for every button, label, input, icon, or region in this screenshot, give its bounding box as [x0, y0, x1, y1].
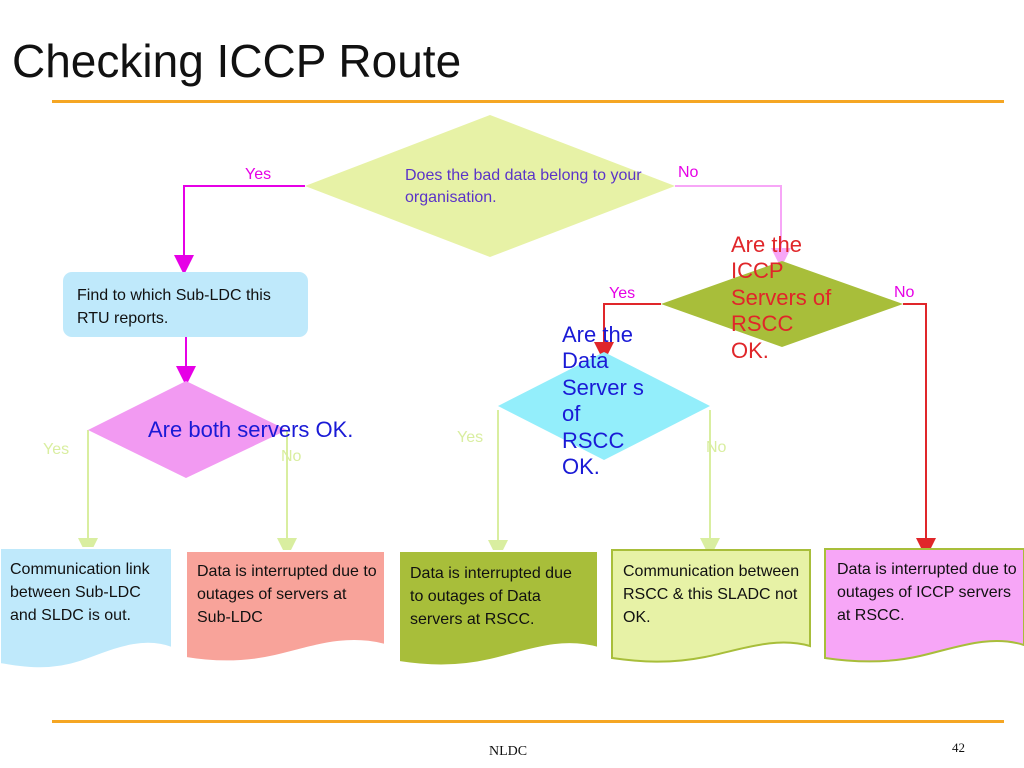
- footer-rule: [52, 720, 1004, 723]
- decision-diamond-bad-data: [305, 115, 675, 257]
- connector-q1-yes: [174, 185, 305, 275]
- label-both-yes: Yes: [43, 441, 70, 458]
- title-underline: [52, 100, 1004, 103]
- footer-org-label: NLDC: [489, 744, 528, 759]
- label-iccp-no: No: [894, 284, 915, 301]
- slide-title: Checking ICCP Route: [12, 35, 462, 87]
- decision-bad-data-text: Does the bad data belong to your organis…: [405, 167, 642, 207]
- connector-q1-no: [675, 185, 791, 268]
- outcome-subldc-servers-text: Data is interrupted due to outages of se…: [197, 563, 377, 627]
- process-box-find-subldc: [63, 272, 308, 337]
- connector-iccp-yes: [594, 303, 661, 362]
- document-shape-comm-rscc: [611, 549, 811, 663]
- document-shape-iccp-servers: [824, 548, 1024, 663]
- outcome-data-servers-text: Data is interrupted due to outages of Da…: [410, 565, 572, 629]
- process-find-subldc-text: Find to which Sub-LDC this RTU reports.: [77, 287, 271, 328]
- connector-iccp-no: [903, 303, 936, 558]
- label-q1-no: No: [678, 164, 699, 181]
- label-iccp-yes: Yes: [609, 285, 636, 302]
- decision-diamond-data-servers: [498, 352, 710, 460]
- page-number: 42: [952, 740, 965, 755]
- label-data-no: No: [706, 439, 727, 456]
- label-data-yes: Yes: [457, 429, 484, 446]
- document-shape-subldc-servers: [185, 550, 386, 663]
- decision-data-servers-text: Are the Data Server s of RSCC OK.: [562, 322, 644, 479]
- document-shape-data-servers: [398, 550, 599, 667]
- decision-both-servers-text: Are both servers OK.: [148, 417, 354, 442]
- outcome-comm-rscc-text: Communication between RSCC & this SLADC …: [623, 563, 800, 627]
- document-shape-comm-link: [0, 547, 173, 670]
- outcome-iccp-servers-text: Data is interrupted due to outages of IC…: [837, 561, 1017, 625]
- label-q1-yes: Yes: [245, 166, 272, 183]
- label-both-no: No: [281, 448, 302, 465]
- outcome-comm-link-text: Communication link between Sub-LDC and S…: [10, 561, 150, 625]
- decision-diamond-iccp-servers: [661, 261, 903, 347]
- decision-iccp-servers-text: Are the ICCP Servers of RSCC OK.: [731, 232, 832, 363]
- decision-diamond-both-servers: [88, 381, 287, 478]
